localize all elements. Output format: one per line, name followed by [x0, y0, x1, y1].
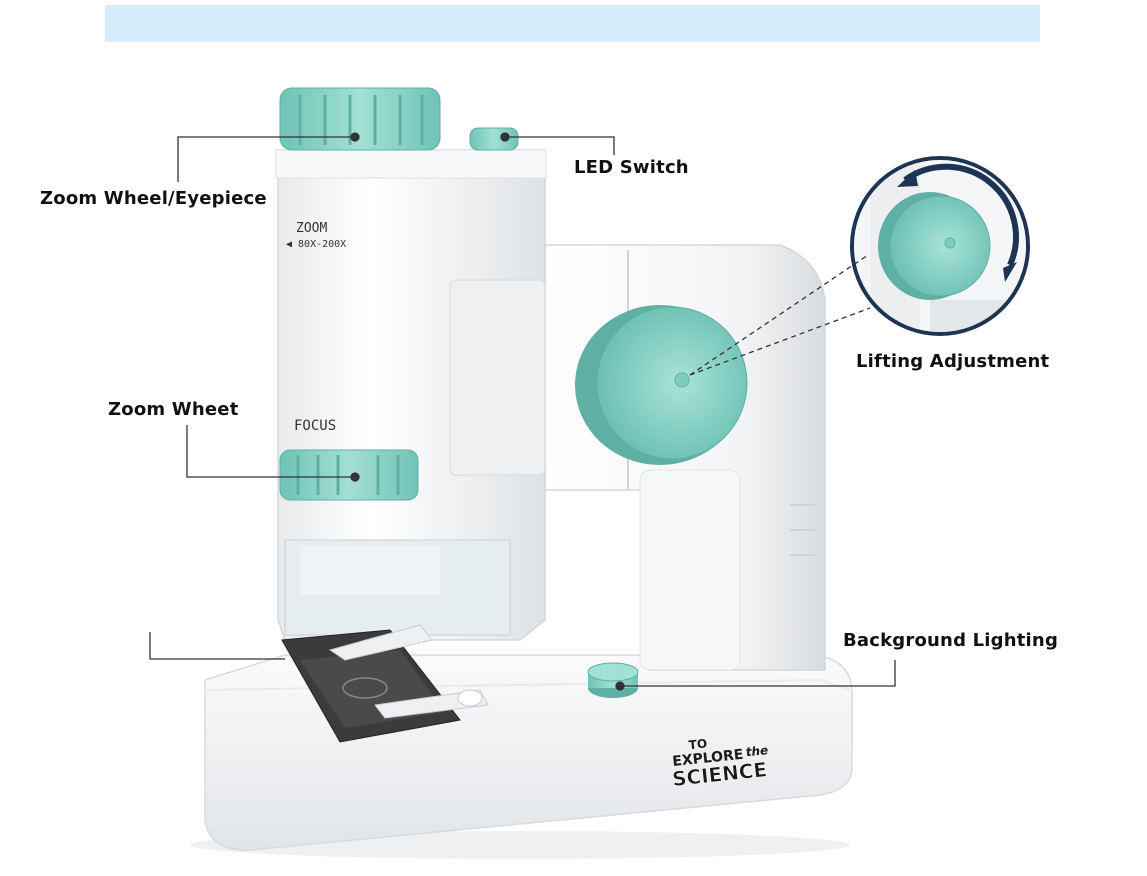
slide-clip-upper[interactable] — [328, 624, 433, 661]
eyepiece-zoom-wheel[interactable] — [279, 87, 441, 151]
zoom-range-engraving: ◀ 80X-200X — [286, 239, 346, 250]
top-banner — [105, 5, 1040, 42]
label-led-switch: LED Switch — [574, 157, 689, 178]
callout-lines — [149, 132, 896, 691]
logo-line2: EXPLORE — [672, 747, 745, 770]
magnifier-inset — [850, 156, 1030, 336]
label-zoom-wheel: Zoom Wheet — [108, 399, 239, 420]
focus-engraving: FOCUS — [294, 418, 336, 434]
rotation-arrow-icon — [903, 163, 1019, 267]
lifting-knob[interactable] — [575, 305, 748, 465]
zoom-engraving: ZOOM — [296, 221, 327, 236]
background-lighting-button[interactable] — [587, 662, 639, 698]
label-background-lighting: Background Lighting — [843, 630, 1059, 651]
logo-line2b: the — [745, 743, 769, 759]
focus-wheel[interactable] — [279, 449, 419, 501]
logo-line1: TO — [688, 736, 708, 752]
label-zoom-eyepiece: Zoom Wheel/Eyepiece — [40, 188, 267, 209]
led-switch[interactable] — [469, 127, 519, 151]
label-lifting-adjustment: Lifting Adjustment — [856, 351, 1050, 372]
